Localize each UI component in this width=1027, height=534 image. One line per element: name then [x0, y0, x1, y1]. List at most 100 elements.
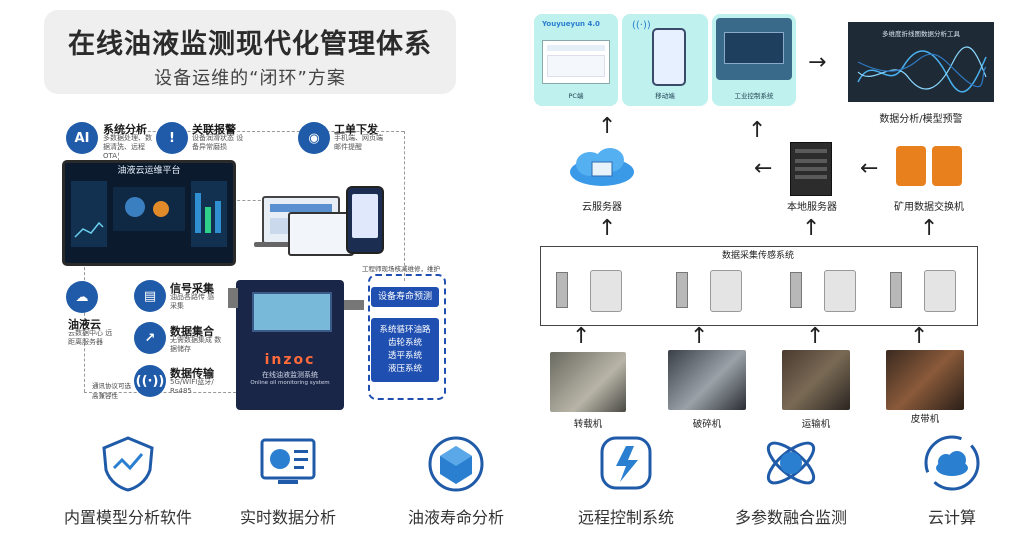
- cabinet-connector: [228, 288, 238, 308]
- system-item: 液压系统: [387, 364, 422, 374]
- node-transmit-desc: 5G/WIFI蓝牙/ Rs485: [170, 378, 214, 395]
- analysis-label: 数据分析/模型预警: [879, 114, 963, 125]
- page-title: 在线油液监测现代化管理体系: [68, 29, 432, 60]
- analysis-chart-title: 多维度折线图数据分析工具: [882, 30, 960, 38]
- smartphone: [346, 186, 384, 254]
- cabinet-sublabel: Online oil monitoring system: [250, 380, 330, 386]
- arrow-up-icon: ↑: [598, 114, 617, 139]
- local-server-label: 本地服务器: [787, 202, 837, 213]
- cabinet-label: 在线油液监测系统: [262, 371, 318, 379]
- node-integration-title: 数据集合: [170, 325, 214, 338]
- feature-label: 远程控制系统: [577, 508, 674, 527]
- node-cloud-title: 油液云: [68, 318, 101, 331]
- pc-screen-header: [547, 45, 605, 51]
- machine-label: 破碎机: [692, 419, 722, 430]
- cabinet-brand: inzoc: [264, 352, 316, 368]
- feature-label: 多参数融合监测: [734, 508, 847, 527]
- flow-line-middle: [232, 200, 266, 201]
- feature-label: 云计算: [927, 508, 976, 527]
- systems-list: 系统循环油路 齿轮系统 透平系统 液压系统: [371, 318, 439, 382]
- node-signal-title: 信号采集: [170, 282, 214, 295]
- pc-label: PC端: [568, 92, 584, 100]
- chart-icon: ↗: [134, 322, 166, 354]
- oil-life-icon: [428, 436, 484, 492]
- sensor-unit: [590, 270, 622, 312]
- arrow-up-icon: ↑: [802, 216, 821, 241]
- realtime-analysis-icon: [260, 438, 316, 484]
- arrow-up-icon: ↑: [748, 118, 767, 143]
- industrial-console: [724, 32, 784, 64]
- feature-label: 内置模型分析软件: [63, 508, 192, 527]
- node-analysis-desc: 多数据处理、数据清洗、远程OTA: [103, 134, 152, 160]
- engineer-note: 工程师现场核减维修，维护: [362, 265, 440, 273]
- desktop-monitor: [288, 212, 354, 256]
- pc-app-card: Youyueyun 4.0 PC端: [534, 14, 618, 106]
- sensor-unit: [710, 270, 742, 312]
- platform-dashboard-graphic: [71, 181, 227, 247]
- local-server-icon: [790, 142, 832, 196]
- flow-line-left-top: [118, 131, 119, 161]
- mobile-app-card: ((·)) 移动端: [622, 14, 708, 106]
- node-workorder-title: 工单下发: [334, 123, 378, 136]
- mine-switch-label: 矿用数据交换机: [894, 202, 964, 213]
- cloud-icon: ☁: [66, 281, 98, 313]
- machine-photo: [886, 350, 964, 410]
- system-item: 齿轮系统: [387, 338, 422, 348]
- arrow-left-icon: ←: [754, 156, 773, 181]
- analysis-chart-lines: [857, 46, 987, 93]
- flow-line-left: [84, 262, 85, 392]
- cloud-computing-icon: [924, 435, 980, 491]
- sensor-probe: [890, 272, 902, 308]
- node-analysis-title: 系统分析: [103, 123, 147, 136]
- server-slot: [795, 175, 827, 179]
- warning-icon: !: [156, 122, 188, 154]
- server-slot: [795, 167, 827, 171]
- machine-label: 转载机: [573, 419, 603, 430]
- platform-monitor: [62, 160, 236, 266]
- signal-icon: ▤: [134, 280, 166, 312]
- platform-label: 油液云运维平台: [117, 166, 181, 176]
- arrow-up-icon: ↑: [806, 324, 825, 349]
- transmit-icon: ((·)): [134, 365, 166, 397]
- title-banner: [44, 10, 456, 94]
- sensor-probe: [790, 272, 802, 308]
- arrow-right-icon: →: [808, 50, 827, 75]
- machine-photo: [782, 350, 850, 410]
- ai-icon: AI: [66, 122, 98, 154]
- user-icon: ◉: [298, 122, 330, 154]
- lifecycle-panel: [368, 274, 446, 400]
- feature-label: 实时数据分析: [239, 508, 336, 527]
- remote-control-icon: [600, 436, 652, 490]
- industrial-label: 工业控制系统: [734, 92, 774, 100]
- mine-switch-device: [896, 146, 926, 186]
- node-cloud-desc: 云数据中心 远距离服务器: [68, 329, 113, 346]
- protocol-note: 通讯协议可选 高兼容性: [92, 382, 131, 400]
- cloud-server-icon: [570, 148, 634, 186]
- pc-screen: [542, 40, 610, 84]
- flow-line-top: [118, 131, 404, 132]
- page-subtitle: 设备运维的“闭环”方案: [154, 68, 346, 89]
- smartphone-screen: [352, 194, 378, 238]
- server-slot: [795, 149, 827, 153]
- mobile-screen: [652, 28, 686, 86]
- node-transmit-title: 数据传输: [170, 367, 214, 380]
- cabinet-pipe: [344, 300, 364, 310]
- system-item: 透平系统: [387, 351, 422, 361]
- sensor-probe: [556, 272, 568, 308]
- node-integration-desc: 无需数据集成 数据储存: [170, 336, 222, 353]
- node-alarm-desc: 设备润滑状态 设备异常磨损: [192, 134, 244, 151]
- node-workorder-desc: 手机端、网页端 邮件提醒: [334, 134, 383, 151]
- multi-parameter-icon: [766, 441, 816, 485]
- acquisition-frame: [540, 246, 978, 326]
- arrow-up-icon: ↑: [572, 324, 591, 349]
- pc-screen-content: [547, 55, 605, 77]
- analysis-chart-screen: 多维度折线图数据分析工具: [848, 22, 994, 102]
- node-signal-desc: 油品各路传 感采集: [170, 293, 215, 310]
- arrow-up-icon: ↑: [910, 324, 929, 349]
- machine-photo: [668, 350, 746, 410]
- arrow-up-icon: ↑: [690, 324, 709, 349]
- mobile-label: 移动端: [655, 92, 675, 100]
- flow-line-right: [404, 131, 405, 281]
- system-item: 系统循环油路: [379, 325, 431, 335]
- acquisition-title: 数据采集传感系统: [721, 251, 794, 261]
